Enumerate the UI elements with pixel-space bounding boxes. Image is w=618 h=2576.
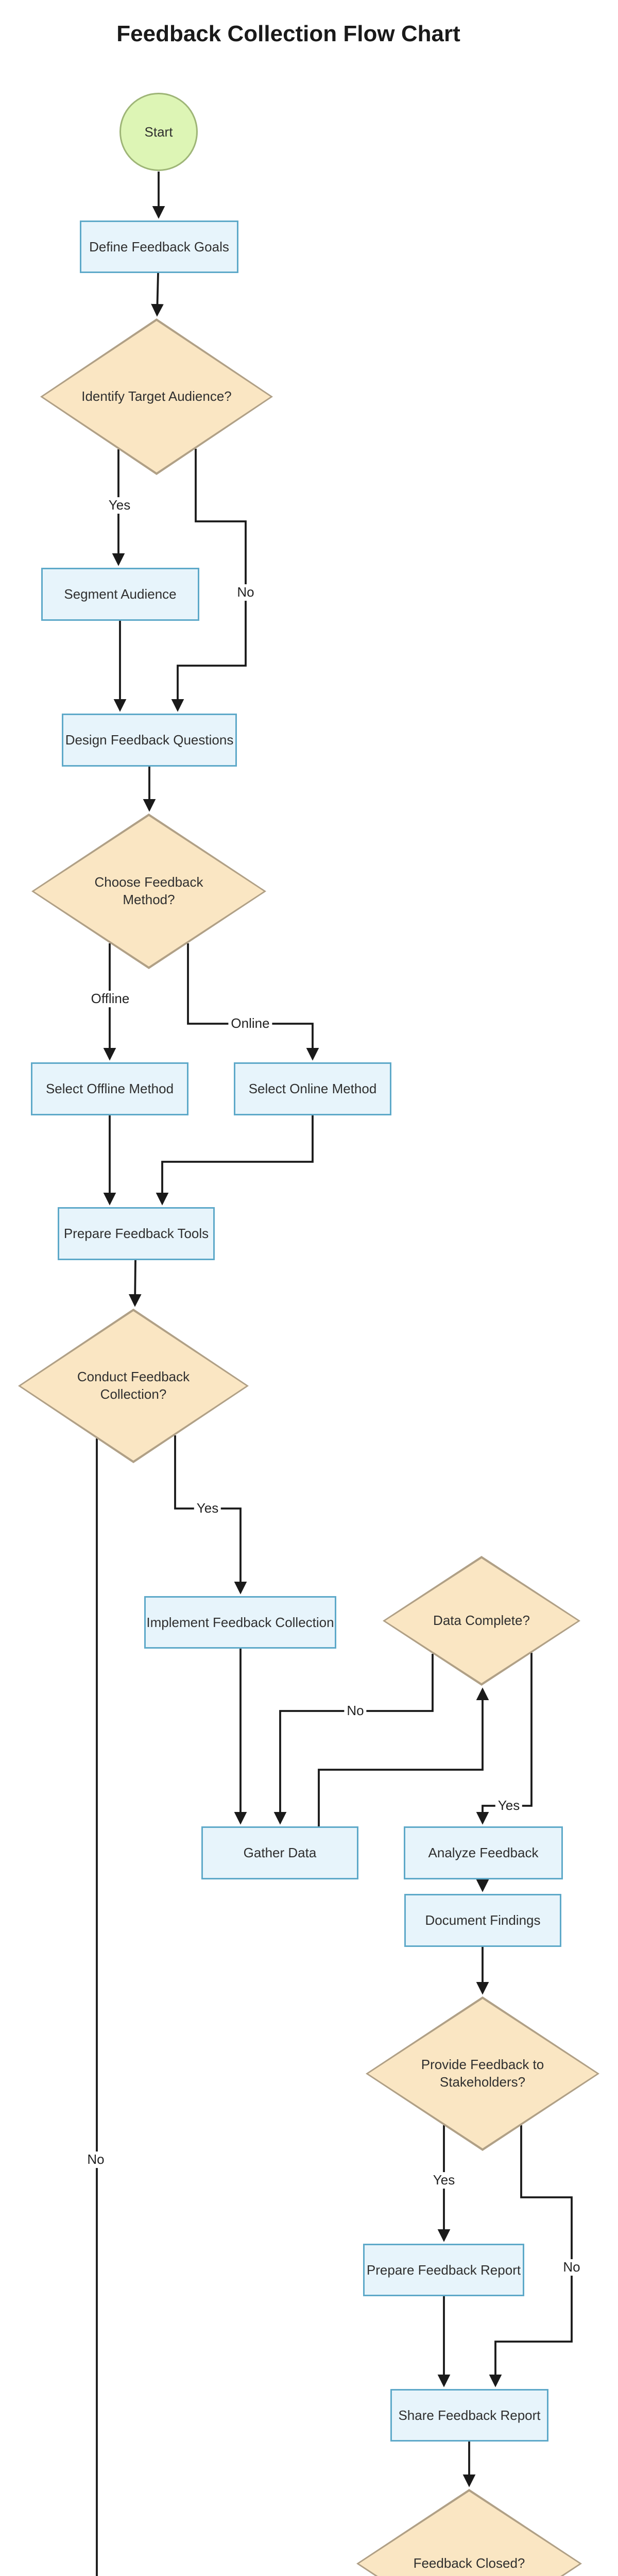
node-gather-data: Gather Data [201,1826,358,1879]
node-conduct-collection-label: Conduct Feedback Collection? [77,1369,190,1402]
node-choose-method-label: Choose Feedback Method? [94,874,203,907]
edge-label-identify-yes: Yes [106,497,133,514]
node-prepare-report-label: Prepare Feedback Report [366,2262,521,2278]
node-select-online-label: Select Online Method [248,1081,377,1096]
edge-label-stake-yes: Yes [430,2172,458,2189]
node-design-questions-label: Design Feedback Questions [65,732,234,748]
node-data-complete-label: Data Complete? [433,1613,530,1629]
edge-label-stake-no: No [560,2259,583,2276]
node-conduct-collection: Conduct Feedback Collection? [18,1309,249,1463]
edge-gather-loop [318,1687,489,1826]
node-share-report: Share Feedback Report [390,2389,548,2442]
node-prepare-tools: Prepare Feedback Tools [58,1207,215,1260]
node-implement-collection: Implement Feedback Collection [144,1596,336,1649]
node-feedback-closed: Feedback Closed? [356,2489,582,2576]
page-title: Feedback Collection Flow Chart [116,21,460,46]
node-define-goals-label: Define Feedback Goals [89,239,229,255]
node-provide-stakeholders-label: Provide Feedback to Stakeholders? [421,2057,544,2090]
node-gather-data-label: Gather Data [243,1845,317,1860]
node-select-offline-label: Select Offline Method [45,1081,174,1096]
edge-label-conduct-no: No [84,2151,107,2168]
edge-label-data-yes: Yes [495,1798,523,1814]
node-feedback-closed-label: Feedback Closed? [413,2555,525,2571]
edge-label-method-online: Online [228,1015,272,1032]
node-prepare-report: Prepare Feedback Report [363,2244,524,2296]
node-segment-audience: Segment Audience [41,568,199,621]
node-implement-collection-label: Implement Feedback Collection [146,1614,334,1630]
edge-label-identify-no: No [234,584,257,601]
node-prepare-tools-label: Prepare Feedback Tools [63,1226,209,1241]
node-start-label: Start [144,124,173,140]
edge-define-identify [151,273,164,317]
node-identify-audience: Identify Target Audience? [40,318,273,475]
node-provide-stakeholders: Provide Feedback to Stakeholders? [366,1996,599,2151]
node-identify-audience-label: Identify Target Audience? [81,388,232,404]
node-share-report-label: Share Feedback Report [398,2407,541,2423]
node-define-goals: Define Feedback Goals [80,221,238,273]
node-choose-method: Choose Feedback Method? [31,814,266,969]
node-document-findings: Document Findings [404,1894,561,1947]
node-design-questions: Design Feedback Questions [62,714,237,767]
node-analyze-feedback: Analyze Feedback [404,1826,563,1879]
edge-label-method-offline: Offline [88,991,132,1007]
node-select-online: Select Online Method [234,1062,391,1115]
node-select-offline: Select Offline Method [31,1062,188,1115]
node-data-complete: Data Complete? [383,1556,580,1686]
node-segment-audience-label: Segment Audience [64,586,177,602]
edge-label-conduct-yes: Yes [194,1500,221,1517]
node-document-findings-label: Document Findings [425,1912,541,1928]
edge-label-data-no: No [344,1703,367,1719]
edge-online-prepare [156,1115,314,1206]
node-analyze-feedback-label: Analyze Feedback [428,1845,539,1860]
node-start: Start [119,93,198,171]
